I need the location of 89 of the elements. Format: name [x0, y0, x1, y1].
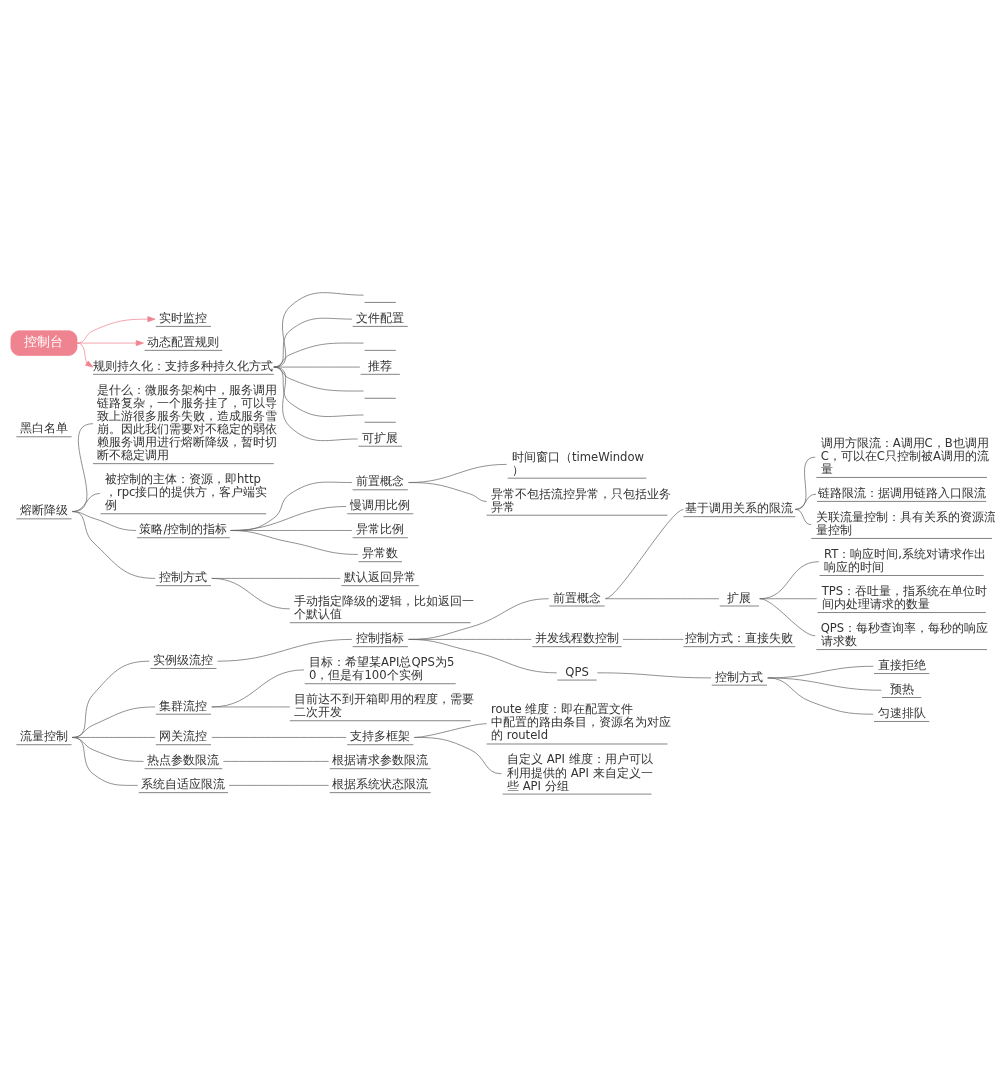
connector: [273, 292, 364, 368]
connector: [223, 761, 329, 762]
connector: [71, 511, 156, 579]
connector: [759, 561, 820, 600]
node-text: 关联流量控制：具有关系的资源流量控制: [815, 509, 996, 537]
node-text: 文件配置: [356, 310, 405, 325]
connector: [759, 598, 816, 637]
node-text: 自定义 API 维度：用户可以利用提供的 API 来自定义一些 API 分组: [506, 752, 653, 793]
connector: [794, 509, 812, 526]
connector: [71, 737, 138, 786]
node-text: 目标：希望某API总QPS为50，但是有100个实例: [309, 655, 455, 683]
node-text: 控制方式：直接失败: [685, 631, 794, 646]
connector: [217, 639, 353, 662]
node-text: 手动指定降级的逻辑，比如返回一个默认值: [294, 594, 475, 622]
connector: [211, 669, 305, 708]
node-bar: [364, 350, 397, 351]
connector: [211, 578, 291, 610]
node-text: 规则持久化：支持多种持久化方式: [93, 358, 274, 373]
node-text: 熔断降级: [19, 503, 68, 518]
node-text: 异常比例: [356, 522, 405, 537]
node-text: 热点参数限流: [147, 753, 220, 768]
arrow: [76, 340, 144, 346]
connector: [597, 672, 712, 679]
node-text: 支持多框架: [350, 729, 411, 744]
node-bar: [364, 397, 397, 399]
node-text: 时间窗口（timeWindow）: [512, 449, 645, 477]
node-text: 实例级流控: [153, 652, 214, 667]
connector: [273, 342, 364, 368]
node-text: 推荐: [368, 358, 393, 373]
connector: [228, 785, 329, 786]
connector: [408, 482, 487, 502]
connector: [414, 737, 502, 775]
node-text: 可扩展: [362, 430, 399, 445]
node-text: 慢调用比例: [350, 498, 411, 513]
node-text: route 维度：即在配置文件中配置的路由条目，资源名为对应的 routeId: [490, 702, 671, 743]
connector: [211, 706, 291, 708]
node-text: 异常数: [362, 546, 399, 561]
node-text: 基于调用关系的限流: [685, 501, 794, 516]
node-text: 并发线程数控制: [535, 631, 620, 646]
connector: [759, 598, 818, 600]
node-text: 调用方限流：A调用C，B也调用C，可以在C只控制被A调用的流量: [820, 435, 989, 476]
connector: [230, 530, 359, 555]
node-text: QPS：每秒查询率，每秒的响应请求数: [820, 621, 989, 649]
node-text: 扩展: [727, 590, 752, 605]
connector: [273, 366, 364, 392]
node-text: TPS：吞吐量，指系统在单位时间内处理请求的数量: [821, 583, 988, 612]
node-text: 预热: [889, 682, 914, 696]
node-text: 实时监控: [159, 310, 208, 325]
node-text: 流量控制: [19, 729, 68, 744]
connector: [794, 456, 816, 510]
connector: [273, 366, 359, 441]
connector: [794, 493, 817, 510]
node-bar: [364, 302, 397, 303]
node-text: 直接拒绝: [877, 658, 926, 673]
connector: [605, 509, 684, 600]
node-text: 前置概念: [553, 590, 602, 605]
node-text: 策略/控制的指标: [139, 522, 228, 537]
connector: [767, 677, 874, 715]
connector: [622, 639, 684, 640]
node-text: 系统自适应限流: [141, 777, 226, 792]
node-text: 被控制的主体：资源，即http，rpc接口的提供方，客户端实例: [104, 472, 268, 513]
node-text: 目前达不到开箱即用的程度，需要二次开发: [294, 692, 475, 720]
node-text: 控制指标: [356, 631, 405, 646]
node-text: 是什么：微服务架构中，服务调用链路复杂，一个服务挂了，可以导致上游很多服务失败，造成服务雪崩。因此我们需要对不稳定的弱依赖服务调用进行熔断降级，暂时切断不稳定调用: [97, 382, 278, 463]
node-text: 根据系统状态限流: [332, 777, 429, 792]
node-box: 控制台: [10, 330, 78, 356]
connector: [71, 511, 137, 531]
node-text: RT：响应时间,系统对请求作出响应的时间: [823, 546, 986, 574]
node-text: 集群流控: [159, 698, 208, 713]
connector: [211, 737, 347, 738]
node-text: 黑白名单: [19, 421, 68, 436]
node-text: 控制方式: [715, 669, 764, 684]
node-text: 链路限流：据调用链路入口限流: [817, 485, 986, 500]
connector: [273, 366, 364, 417]
node-text: 控制方式: [159, 570, 208, 585]
connector: [408, 639, 558, 674]
node-text: 默认返回异常: [344, 570, 417, 585]
node-text: 根据请求参数限流: [332, 753, 429, 768]
arrow: [76, 316, 156, 344]
node-text: 匀速排队: [877, 705, 926, 720]
node-text: 前置概念: [356, 474, 405, 489]
node-text: QPS: [565, 664, 589, 679]
node-text: 动态配置规则: [147, 334, 220, 349]
node-bar: [364, 421, 397, 423]
node-text: 网关流控: [159, 729, 208, 744]
connector: [605, 598, 720, 600]
node-text: 异常不包括流控异常，只包括业务异常: [490, 486, 671, 514]
connector: [273, 366, 361, 368]
arrow: [76, 342, 94, 368]
